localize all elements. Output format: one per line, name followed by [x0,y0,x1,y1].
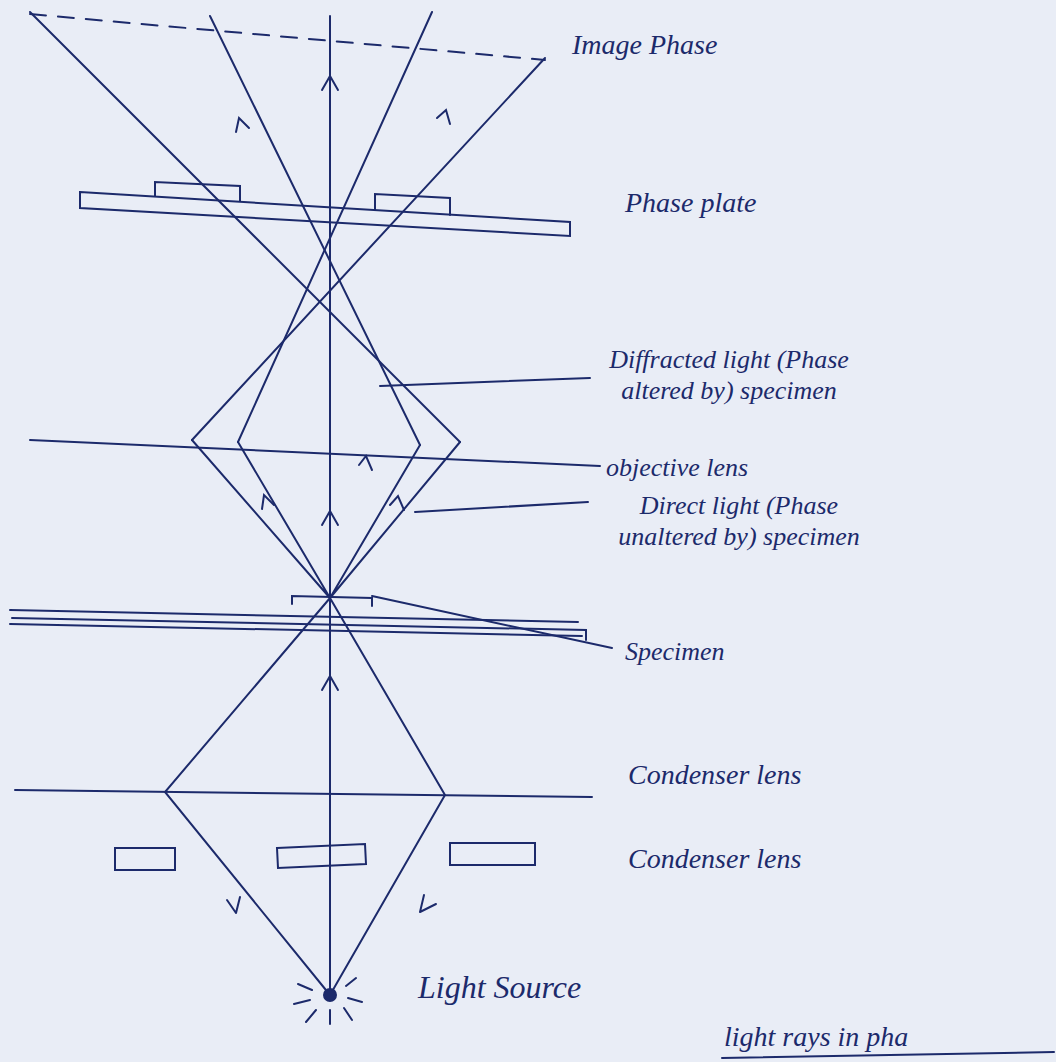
part-label: Condenser lens [628,758,801,792]
optical-axis [329,16,331,995]
plane-label: Image Phase [572,28,717,62]
part-label: Light Source [418,968,581,1006]
annular-diaphragm [115,843,535,870]
phase-plate [80,182,570,236]
light-ray [165,598,445,995]
callout-label: Direct light (Phase unaltered by) specim… [598,490,880,552]
condenser-lens [15,790,592,797]
part-label: objective lens [606,452,748,483]
image-plane [30,14,545,60]
callout-label: Diffracted light (Phase altered by) spec… [598,344,860,406]
underline [722,1052,1054,1058]
leader-line [372,378,612,648]
part-label: Phase plate [625,186,756,220]
note-text: light rays in pha [724,1020,908,1054]
part-label: Condenser lens [628,842,801,876]
objective-lens [30,440,600,466]
light-ray [192,440,460,598]
ray-arrows [227,76,450,913]
light-ray [210,16,420,445]
part-label: Specimen [625,636,725,667]
specimen-slide [10,596,586,640]
light-source [294,978,362,1024]
